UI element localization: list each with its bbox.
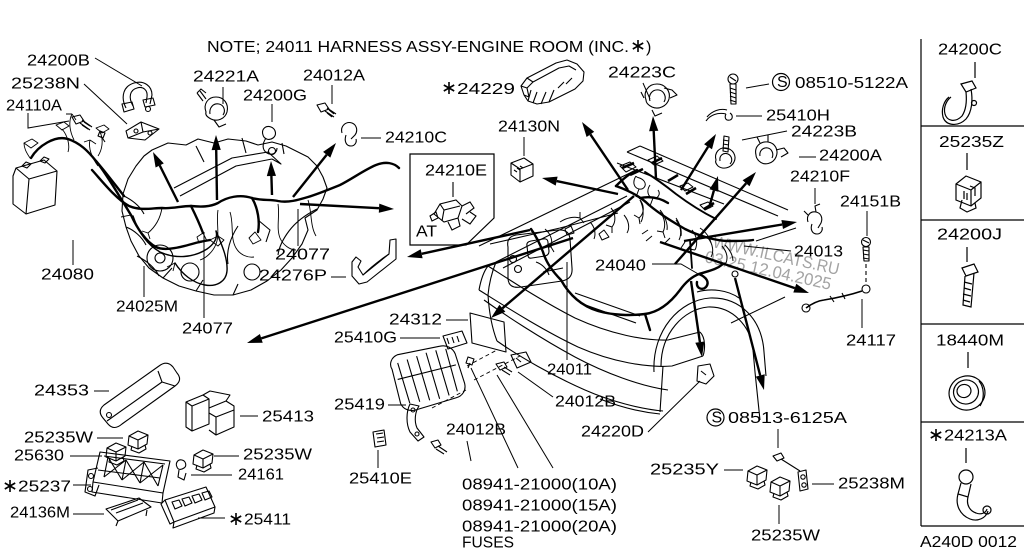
svg-text:24200C: 24200C (938, 42, 1002, 59)
svg-text:08941-21000(15A): 08941-21000(15A) (462, 498, 617, 515)
svg-text:): ) (646, 39, 651, 56)
svg-text:24353: 24353 (34, 383, 89, 400)
svg-text:25237: 25237 (18, 479, 71, 496)
svg-text:24229: 24229 (457, 81, 515, 98)
svg-text:S: S (712, 410, 723, 427)
svg-text:24025M: 24025M (116, 299, 178, 316)
svg-text:24136M: 24136M (10, 505, 70, 522)
svg-text:FUSES: FUSES (462, 535, 514, 552)
svg-text:24077: 24077 (275, 247, 330, 264)
svg-text:24011: 24011 (547, 362, 592, 379)
svg-text:25630: 25630 (14, 448, 64, 465)
svg-text:08513-6125A: 08513-6125A (728, 410, 847, 427)
svg-text:08941-21000(20A): 08941-21000(20A) (462, 519, 617, 536)
svg-text:24040: 24040 (595, 258, 646, 275)
svg-text:08510-5122A: 08510-5122A (795, 75, 908, 92)
svg-text:A240D 0012: A240D 0012 (920, 534, 1017, 551)
svg-text:NOTE; 24011 HARNESS ASSY-ENGIN: NOTE; 24011 HARNESS ASSY-ENGINE ROOM (IN… (207, 39, 629, 56)
svg-text:25410G: 25410G (334, 330, 397, 347)
svg-text:24200J: 24200J (937, 227, 1002, 244)
svg-text:24013: 24013 (794, 244, 843, 261)
svg-text:24210F: 24210F (790, 169, 850, 186)
svg-text:25235W: 25235W (243, 447, 313, 464)
svg-text:24161: 24161 (238, 467, 284, 484)
svg-text:24312: 24312 (389, 312, 442, 329)
svg-text:AT: AT (416, 224, 437, 241)
svg-text:24276P: 24276P (259, 268, 327, 285)
svg-text:25235Z: 25235Z (939, 134, 1004, 151)
svg-text:24210C: 24210C (385, 130, 447, 147)
svg-text:25411: 25411 (244, 512, 291, 529)
svg-text:24012B: 24012B (555, 394, 616, 411)
svg-text:25410E: 25410E (349, 471, 412, 488)
svg-text:24151B: 24151B (840, 194, 901, 211)
svg-text:24200B: 24200B (27, 53, 90, 70)
svg-text:24223B: 24223B (791, 124, 857, 141)
svg-text:24223C: 24223C (608, 65, 676, 82)
svg-text:S: S (777, 74, 788, 91)
svg-text:24221A: 24221A (193, 69, 259, 86)
svg-text:24200G: 24200G (243, 88, 307, 105)
svg-text:25238M: 25238M (838, 476, 905, 493)
svg-text:08941-21000(10A): 08941-21000(10A) (462, 477, 617, 494)
svg-text:25235W: 25235W (751, 528, 821, 545)
svg-text:24110A: 24110A (6, 98, 62, 115)
svg-text:25419: 25419 (334, 397, 385, 414)
svg-text:24117: 24117 (846, 333, 896, 350)
svg-text:24012B: 24012B (446, 422, 506, 439)
svg-text:25235W: 25235W (24, 430, 94, 447)
svg-text:24080: 24080 (41, 267, 94, 284)
svg-text:24200A: 24200A (819, 148, 882, 165)
svg-text:24210E: 24210E (425, 163, 487, 180)
svg-text:25235Y: 25235Y (650, 462, 719, 479)
svg-text:25413: 25413 (262, 409, 314, 426)
svg-text:25238N: 25238N (11, 76, 80, 93)
svg-text:25410H: 25410H (766, 108, 830, 125)
svg-text:24213A: 24213A (944, 428, 1007, 445)
svg-text:24077: 24077 (182, 321, 233, 338)
svg-text:24220D: 24220D (581, 424, 644, 441)
svg-text:24012A: 24012A (303, 68, 365, 85)
svg-text:18440M: 18440M (936, 333, 1004, 350)
svg-text:24130N: 24130N (498, 119, 560, 136)
